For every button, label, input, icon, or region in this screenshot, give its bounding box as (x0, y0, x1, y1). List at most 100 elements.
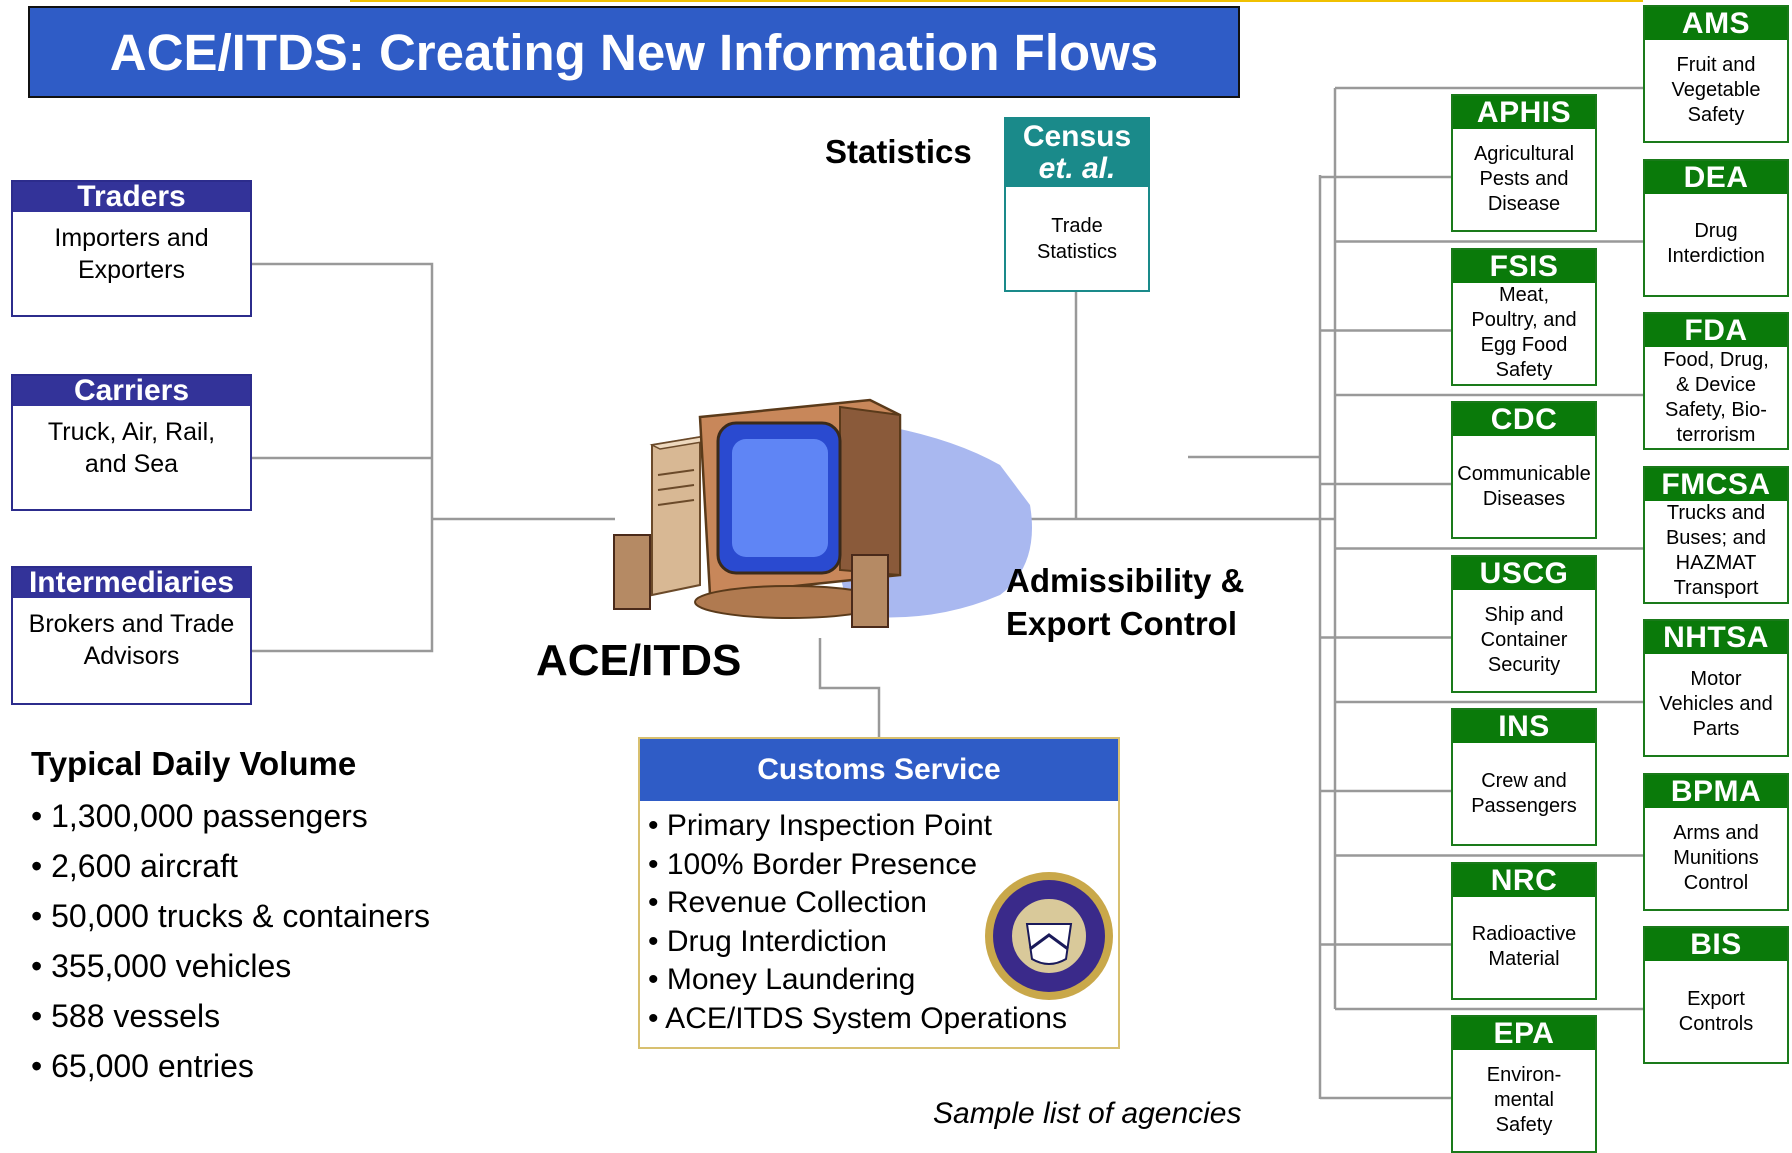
agency-description-line: Security (1487, 653, 1561, 676)
census-title: Census (1022, 120, 1132, 153)
customs-service-box: Customs Service • Primary Inspection Poi… (638, 737, 1120, 1049)
agency-description-line: Communicable (1457, 462, 1591, 485)
agency-name: FDA (1645, 314, 1787, 347)
volume-item: • 1,300,000 passengers (31, 798, 368, 834)
admissibility-label: Admissibility & Export Control (1006, 559, 1244, 645)
agency-name: NHTSA (1645, 621, 1787, 654)
agency-description-line: Arms and (1673, 821, 1759, 844)
census-line: Trade (1051, 215, 1103, 237)
agency-description-line: Buses; and (1665, 527, 1767, 549)
customs-seal-icon (985, 872, 1113, 1000)
customs-item: • Drug Interdiction (648, 924, 887, 958)
volume-item: • 588 vessels (31, 998, 221, 1034)
sample-note: Sample list of agencies (933, 1097, 1242, 1130)
traders-line: Exporters (78, 256, 185, 284)
agency-description-line: Safety (1495, 1114, 1553, 1136)
intermediaries-title: Intermediaries (13, 568, 250, 598)
center-label: ACE/ITDS (536, 636, 742, 685)
customs-list: • Primary Inspection Point • 100% Border… (640, 801, 1118, 1038)
agency-name: CDC (1453, 403, 1595, 436)
agency-description-line: Vegetable (1671, 79, 1761, 101)
agency-description-line: Container (1480, 628, 1568, 651)
customs-item: • Primary Inspection Point (648, 809, 992, 842)
statistics-label: Statistics (825, 133, 972, 170)
traders-title: Traders (13, 182, 250, 212)
agency-description-line: Agricultural (1473, 143, 1575, 165)
customs-item: • Revenue Collection (648, 886, 927, 919)
admissibility-line: Export Control (1006, 605, 1237, 642)
agency-description-line: Safety (1687, 104, 1745, 126)
agency-description-line: mental (1493, 1089, 1554, 1111)
agency-description-line: Egg Food (1480, 334, 1568, 356)
agency-description-line: Crew and (1481, 769, 1567, 792)
carriers-box: Carriers Truck, Air, Rail, and Sea (11, 374, 252, 511)
carriers-line: Truck, Air, Rail, (47, 418, 216, 446)
volume-item: • 65,000 entries (31, 1048, 254, 1084)
agency-description-line: Control (1683, 871, 1749, 894)
census-line: Statistics (1036, 241, 1118, 263)
agency-name: USCG (1453, 556, 1595, 590)
agency-description-line: Munitions (1673, 846, 1759, 869)
agency-description-line: Ship and (1484, 603, 1564, 626)
volume-item: • 355,000 vehicles (31, 948, 292, 984)
census-subtitle: et. al. (1038, 152, 1116, 185)
agency-description-line: Disease (1487, 193, 1561, 215)
agency-description-line: Radioactive (1471, 923, 1577, 945)
agency-description-line: Vehicles and (1659, 693, 1773, 715)
computer-icon (613, 398, 1032, 628)
agency-name: INS (1453, 710, 1595, 743)
agency-name: FSIS (1453, 249, 1595, 283)
customs-item: • 100% Border Presence (648, 847, 978, 881)
customs-item: • ACE/ITDS System Operations (648, 1001, 1067, 1035)
agency-name: FMCSA (1645, 467, 1787, 501)
agency-description-line: Drug (1694, 220, 1738, 242)
agency-description-line: Material (1488, 948, 1560, 970)
customs-title: Customs Service (640, 739, 1118, 801)
page-title: ACE/ITDS: Creating New Information Flows (28, 6, 1240, 98)
agency-description-line: Diseases (1482, 487, 1566, 510)
volume-item: • 50,000 trucks & containers (31, 898, 430, 934)
agency-description-line: terrorism (1676, 423, 1756, 446)
agency-name: EPA (1453, 1017, 1595, 1050)
intermediaries-box: Intermediaries Brokers and Trade Advisor… (11, 566, 252, 705)
agency-description-line: HAZMAT (1675, 552, 1757, 574)
agency-name: DEA (1645, 160, 1787, 194)
agency-description-line: & Device (1675, 373, 1756, 396)
agency-description-line: Environ- (1486, 1064, 1562, 1086)
agency-description-line: Fruit and (1676, 54, 1756, 76)
agency-description-line: Export (1687, 987, 1745, 1010)
agency-description-line: Interdiction (1667, 245, 1765, 267)
admissibility-line: Admissibility & (1006, 562, 1245, 599)
agency-name: BIS (1645, 928, 1787, 961)
agency-description-line: Safety, Bio- (1665, 398, 1767, 421)
agency-description-line: Passengers (1471, 794, 1577, 817)
traders-line: Importers and (54, 224, 209, 252)
agency-name: BPMA (1645, 774, 1787, 808)
agency-name: NRC (1453, 863, 1595, 897)
agency-description-line: Transport (1673, 577, 1759, 599)
